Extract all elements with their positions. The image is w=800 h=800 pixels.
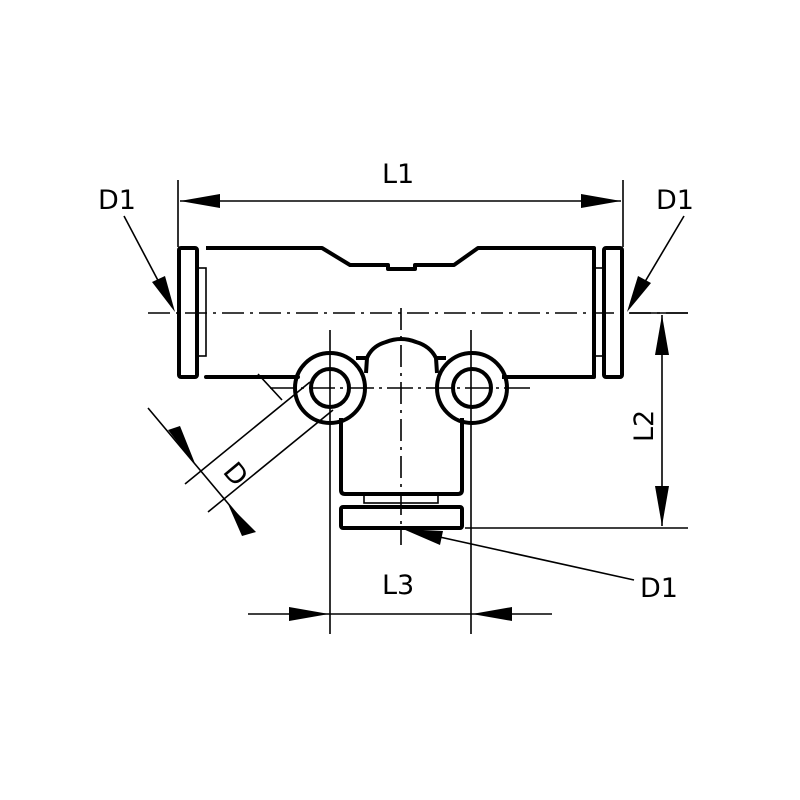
l1-label: L1	[382, 159, 414, 190]
dome-sides	[364, 357, 439, 374]
l3-label: L3	[382, 570, 414, 601]
l2-label: L2	[629, 410, 660, 442]
d1-bottom-label: D1	[640, 573, 678, 604]
dimension-l1: L1	[177, 159, 624, 247]
d1-right-label: D1	[656, 185, 694, 216]
dimension-l2: L2	[465, 312, 688, 529]
dimension-d: D	[147, 373, 334, 536]
d1-leaders: D1 D1 D1	[98, 185, 694, 604]
left-collet-ring	[196, 267, 207, 357]
dimension-l3: L3	[248, 570, 552, 621]
d1-left-label: D1	[98, 185, 136, 216]
d-label: D	[217, 457, 254, 493]
center-lines	[148, 308, 690, 634]
